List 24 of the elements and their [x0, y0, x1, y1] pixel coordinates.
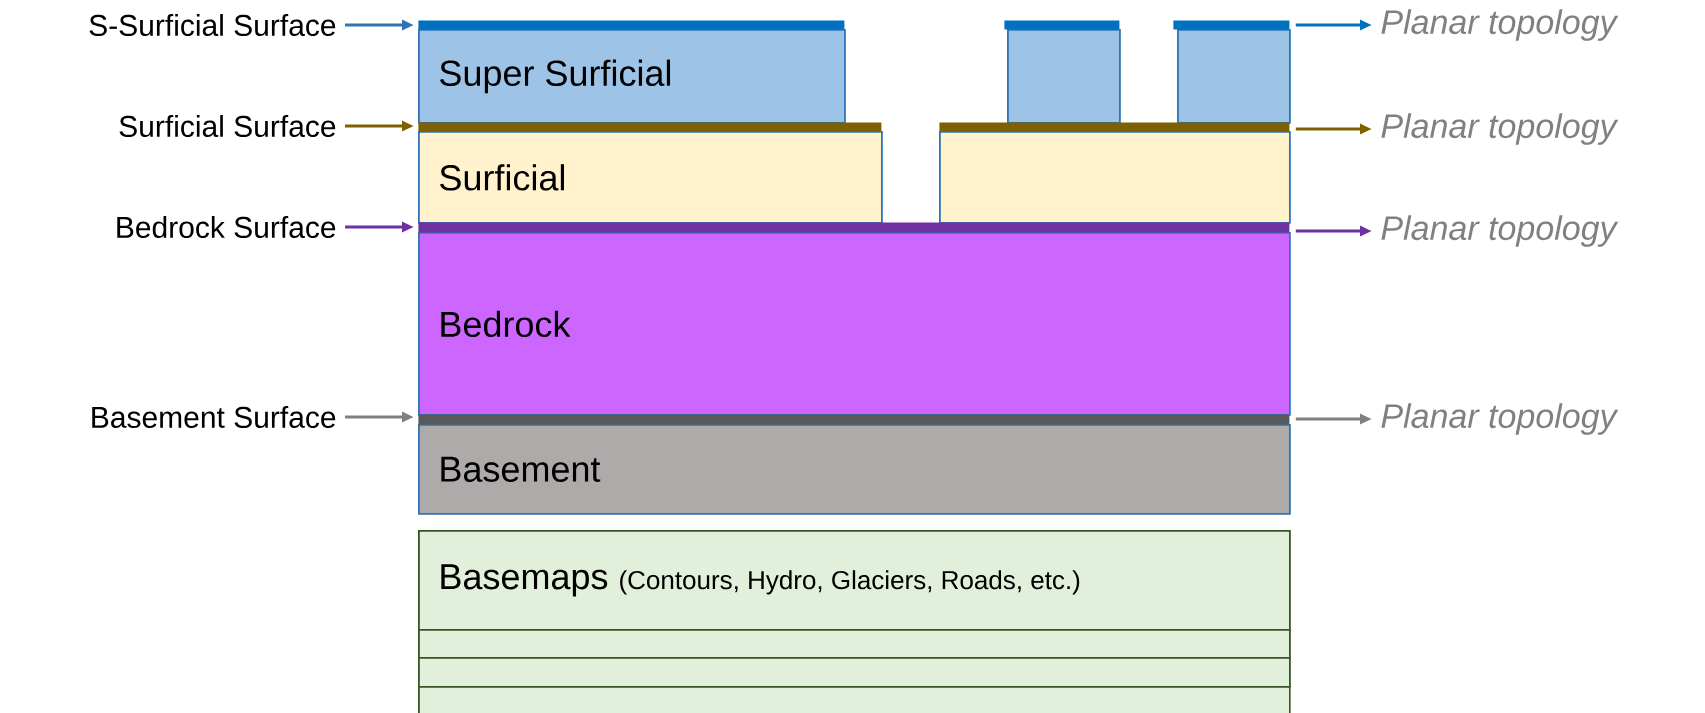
surface-label: Basement Surface: [92, 406, 336, 428]
surface-label: Bedrock Surface: [117, 216, 336, 238]
surface-label: Surficial Surface: [119, 115, 336, 137]
surface-label: S-Surficial Surface: [89, 14, 336, 36]
layer-box: [418, 232, 1291, 416]
node-label: Basemaps: [441, 564, 608, 597]
topology-label: Planar topology: [1381, 403, 1619, 435]
node-label: Bedrock: [441, 310, 571, 338]
topology-label: Planar topology: [1381, 113, 1619, 145]
layer-box: [418, 629, 1291, 659]
node-label: Super Surficial: [440, 59, 671, 94]
topology-label: Planar topology: [1381, 215, 1619, 247]
layer-box: [418, 131, 883, 224]
layer-box: [1177, 29, 1291, 124]
node-label: (Contours, Hydro, Glaciers, Roads, etc.): [620, 570, 1080, 595]
layer-box: [1007, 29, 1121, 124]
node-label: Surficial: [440, 164, 565, 191]
layer-box: [418, 424, 1291, 515]
topology-label: Planar topology: [1381, 9, 1619, 41]
layer-box: [418, 686, 1291, 713]
node-label: Basement: [441, 456, 601, 482]
layer-box: [939, 131, 1291, 224]
layer-box: [418, 29, 846, 124]
layer-box: [418, 657, 1291, 688]
